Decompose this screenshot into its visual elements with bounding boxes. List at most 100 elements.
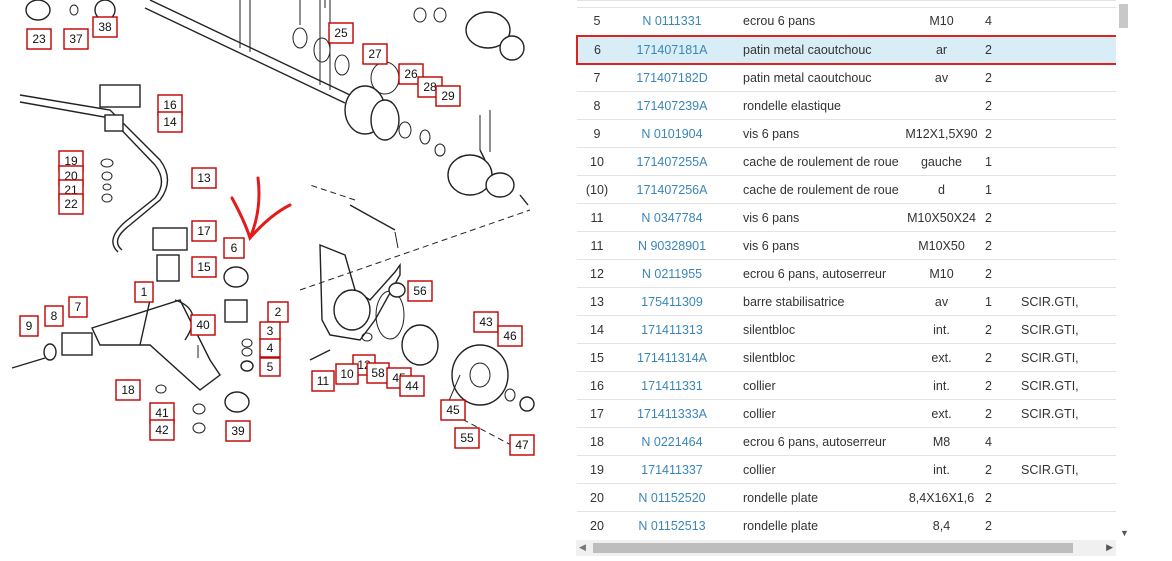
callout-37[interactable]: 37: [63, 28, 89, 50]
callout-22[interactable]: 22: [58, 193, 84, 215]
part-reference-link[interactable]: N 01152513: [617, 511, 727, 540]
callout-44[interactable]: 44: [399, 375, 425, 397]
table-row-partial: [577, 0, 1116, 8]
part-description: ecrou 6 pans, autoserreur: [727, 427, 900, 456]
callout-16[interactable]: 16: [157, 94, 183, 116]
part-reference-link[interactable]: 171411313: [617, 315, 727, 344]
callout-43[interactable]: 43: [473, 311, 499, 333]
callout-27[interactable]: 27: [362, 43, 388, 65]
part-reference-link[interactable]: 171407256A: [617, 175, 727, 204]
part-reference-link[interactable]: 171411331: [617, 371, 727, 400]
scroll-down-arrow-icon[interactable]: ▼: [1120, 528, 1129, 538]
vertical-scrollbar[interactable]: ▼: [1116, 0, 1132, 540]
row-number: 15: [577, 343, 617, 372]
part-reference-link[interactable]: 171407182D: [617, 63, 727, 92]
vertical-scroll-thumb[interactable]: [1119, 4, 1128, 28]
row-number: 12: [577, 259, 617, 288]
part-reference-link[interactable]: N 0347784: [617, 203, 727, 232]
part-reference-link[interactable]: 171407181A: [617, 34, 727, 65]
horizontal-scroll-thumb[interactable]: [593, 543, 1073, 553]
callout-45-b[interactable]: 45: [440, 399, 466, 421]
part-reference-link[interactable]: N 0111331: [617, 7, 727, 36]
parts-diagram: 23 37 38 25 27 26 28 29 16 14 19 20 21 2…: [0, 0, 565, 561]
callout-9[interactable]: 9: [19, 315, 39, 337]
callout-56[interactable]: 56: [407, 280, 433, 302]
svg-text:27: 27: [368, 47, 382, 61]
callout-1[interactable]: 1: [134, 281, 154, 303]
callout-46[interactable]: 46: [497, 325, 523, 347]
callout-6[interactable]: 6: [223, 237, 245, 259]
part-specification: gauche: [900, 147, 983, 176]
callout-15[interactable]: 15: [191, 256, 217, 278]
part-reference-link[interactable]: 171407255A: [617, 147, 727, 176]
callout-5[interactable]: 5: [259, 357, 281, 377]
svg-text:26: 26: [404, 67, 418, 81]
callout-58[interactable]: 58: [366, 362, 390, 384]
horizontal-scrollbar[interactable]: ◀ ▶: [576, 540, 1116, 556]
part-note: SCIR.GTI,: [1021, 315, 1116, 344]
callout-2[interactable]: 2: [267, 301, 289, 323]
callout-14[interactable]: 14: [157, 111, 183, 133]
callout-8[interactable]: 8: [44, 305, 64, 327]
callout-4[interactable]: 4: [259, 338, 281, 358]
callout-17[interactable]: 17: [191, 220, 217, 242]
callout-39[interactable]: 39: [225, 420, 251, 442]
part-specification: M10X50X24: [900, 203, 983, 232]
scroll-right-arrow-icon[interactable]: ▶: [1106, 542, 1113, 552]
part-reference-link[interactable]: 171411337: [617, 455, 727, 484]
callout-7[interactable]: 7: [68, 296, 88, 318]
scroll-left-arrow-icon[interactable]: ◀: [579, 542, 586, 552]
part-reference-link[interactable]: N 0211955: [617, 259, 727, 288]
row-number: 5: [577, 7, 617, 36]
part-reference-link[interactable]: N 01152520: [617, 483, 727, 512]
callout-26[interactable]: 26: [398, 63, 424, 85]
part-note: [1021, 91, 1116, 120]
callout-13[interactable]: 13: [191, 167, 217, 189]
callout-55[interactable]: 55: [454, 427, 480, 449]
callout-42[interactable]: 42: [149, 419, 175, 441]
part-note: [1021, 203, 1116, 232]
callout-29[interactable]: 29: [435, 85, 461, 107]
callout-3[interactable]: 3: [259, 321, 281, 341]
callout-10[interactable]: 10: [335, 363, 359, 385]
part-reference-link[interactable]: 171407239A: [617, 91, 727, 120]
part-description: ecrou 6 pans: [727, 7, 900, 36]
part-reference-link[interactable]: N 90328901: [617, 231, 727, 260]
callout-25[interactable]: 25: [328, 22, 354, 44]
callout-23[interactable]: 23: [26, 28, 52, 50]
part-reference-link[interactable]: 175411309: [617, 287, 727, 316]
part-quantity: 2: [983, 483, 1021, 512]
row-number: 9: [577, 119, 617, 148]
callout-18[interactable]: 18: [115, 379, 141, 401]
callout-38[interactable]: 38: [92, 16, 118, 38]
callout-11[interactable]: 11: [311, 370, 335, 392]
part-reference-link[interactable]: 171411314A: [617, 343, 727, 372]
callout-40[interactable]: 40: [190, 314, 216, 336]
part-reference-link[interactable]: N 0221464: [617, 427, 727, 456]
part-description: rondelle elastique: [727, 91, 900, 120]
part-quantity: 2: [983, 343, 1021, 372]
part-reference-link[interactable]: 171411333A: [617, 399, 727, 428]
callout-47[interactable]: 47: [509, 434, 535, 456]
part-reference-link[interactable]: N 0101904: [617, 119, 727, 148]
row-number: 16: [577, 371, 617, 400]
